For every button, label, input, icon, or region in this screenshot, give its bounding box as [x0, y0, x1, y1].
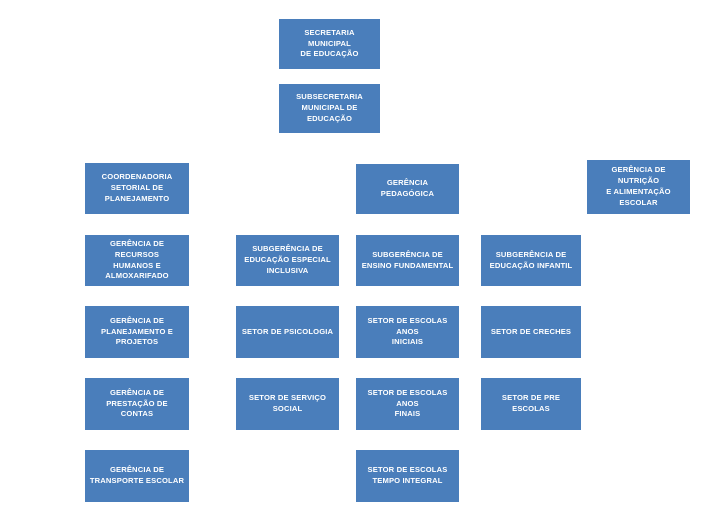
org-node-subgerencia-de-educacao-especial-inclusiva[interactable]: SUBGERÊNCIA DE EDUCAÇÃO ESPECIAL INCLUSI… — [236, 235, 339, 286]
org-node-subgerencia-de-educacao-infantil[interactable]: SUBGERÊNCIA DE EDUCAÇÃO INFANTIL — [481, 235, 581, 286]
org-node-subgerencia-de-ensino-fundamental[interactable]: SUBGERÊNCIA DE ENSINO FUNDAMENTAL — [356, 235, 459, 286]
org-node-gerencia-de-planejamento-e-projetos[interactable]: GERÊNCIA DE PLANEJAMENTO E PROJETOS — [85, 306, 189, 358]
org-node-setor-de-escolas-tempo-integral[interactable]: SETOR DE ESCOLAS TEMPO INTEGRAL — [356, 450, 459, 502]
org-node-setor-de-creches[interactable]: SETOR DE CRECHES — [481, 306, 581, 358]
org-node-setor-de-pre-escolas[interactable]: SETOR DE PRE ESCOLAS — [481, 378, 581, 430]
org-node-label: SETOR DE CRECHES — [490, 326, 572, 336]
org-node-label: SETOR DE ESCOLAS ANOS FINAIS — [367, 387, 448, 419]
org-node-label: GERÊNCIA PEDAGÓGICA — [380, 178, 435, 198]
org-node-secretaria-municipal-de-educacao[interactable]: SECRETARIA MUNICIPAL DE EDUCAÇÃO — [279, 19, 380, 69]
org-node-gerencia-pedagogica[interactable]: GERÊNCIA PEDAGÓGICA — [356, 164, 459, 214]
org-node-label: COORDENADORIA SETORIAL DE PLANEJAMENTO — [101, 172, 173, 203]
org-node-setor-de-escolas-anos-finais[interactable]: SETOR DE ESCOLAS ANOS FINAIS — [356, 378, 459, 430]
org-node-label: SECRETARIA MUNICIPAL DE EDUCAÇÃO — [300, 27, 359, 59]
org-node-setor-de-psicologia[interactable]: SETOR DE PSICOLOGIA — [236, 306, 339, 358]
org-node-label: SUBGERÊNCIA DE ENSINO FUNDAMENTAL — [361, 249, 454, 270]
org-node-setor-de-escolas-anos-iniciais[interactable]: SETOR DE ESCOLAS ANOS INICIAIS — [356, 306, 459, 358]
org-node-label: GERÊNCIA DE TRANSPORTE ESCOLAR — [89, 465, 185, 485]
org-node-label: SUBGERÊNCIA DE EDUCAÇÃO ESPECIAL INCLUSI… — [244, 244, 331, 275]
org-node-label: SETOR DE PSICOLOGIA — [241, 326, 334, 336]
org-node-label: GERÊNCIA DE PLANEJAMENTO E PROJETOS — [100, 315, 173, 347]
org-node-gerencia-de-transporte-escolar[interactable]: GERÊNCIA DE TRANSPORTE ESCOLAR — [85, 450, 189, 502]
org-node-gerencia-de-recursos-humanos-e-almoxarifado[interactable]: GERÊNCIA DE RECURSOS HUMANOS E ALMOXARIF… — [85, 235, 189, 286]
org-node-label: SETOR DE PRE ESCOLAS — [501, 393, 561, 413]
org-node-label: GERÊNCIA DE NUTRIÇÃO E ALIMENTAÇÃO ESCOL… — [606, 165, 671, 207]
org-node-coordenadoria-setorial-de-planejamento[interactable]: COORDENADORIA SETORIAL DE PLANEJAMENTO — [85, 163, 189, 214]
org-node-setor-de-servico-social[interactable]: SETOR DE SERVIÇO SOCIAL — [236, 378, 339, 430]
org-node-label: SETOR DE SERVIÇO SOCIAL — [248, 393, 327, 413]
org-node-label: SETOR DE ESCOLAS ANOS INICIAIS — [367, 315, 448, 347]
org-node-label: GERÊNCIA DE PRESTAÇÃO DE CONTAS — [106, 387, 168, 419]
org-node-gerencia-de-prestacao-de-contas[interactable]: GERÊNCIA DE PRESTAÇÃO DE CONTAS — [85, 378, 189, 430]
org-node-subsecretaria-municipal-de-educacao[interactable]: SUBSECRETARIA MUNICIPAL DE EDUCAÇÃO — [279, 84, 380, 133]
org-node-gerencia-de-nutricao-e-alimentacao-escolar[interactable]: GERÊNCIA DE NUTRIÇÃO E ALIMENTAÇÃO ESCOL… — [587, 160, 690, 214]
org-node-label: SUBGERÊNCIA DE EDUCAÇÃO INFANTIL — [489, 249, 573, 270]
org-node-label: SETOR DE ESCOLAS TEMPO INTEGRAL — [367, 465, 448, 485]
org-node-label: GERÊNCIA DE RECURSOS HUMANOS E ALMOXARIF… — [105, 238, 169, 281]
org-node-label: SUBSECRETARIA MUNICIPAL DE EDUCAÇÃO — [296, 92, 363, 123]
